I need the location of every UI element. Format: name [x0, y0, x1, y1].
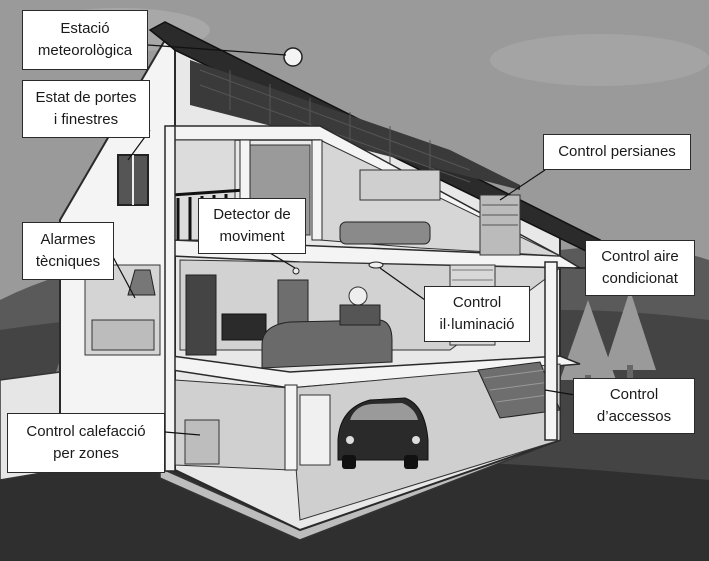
callout-pointers [111, 44, 586, 436]
kitchen-hood [127, 269, 156, 296]
sofa [261, 319, 393, 369]
blinds-control-label: Control persianes [543, 134, 691, 170]
doors-windows-label: Estat de portes i finestres [22, 80, 150, 138]
access-control-label: Control d’accessos [573, 378, 695, 434]
weather-station-sensor [283, 47, 303, 67]
motion-sensor [292, 267, 300, 275]
car [337, 397, 429, 469]
weather-station-label: Estació meteorològica [22, 10, 148, 70]
television [221, 313, 267, 341]
bookshelf [185, 274, 217, 356]
ceiling-light [368, 261, 384, 269]
top-floor-bed [339, 221, 431, 245]
lighting-control-label: Control il·luminació [424, 286, 530, 342]
heating-unit [184, 419, 220, 465]
ac-control-label: Control aire condicionat [585, 240, 695, 296]
motion-detector-label: Detector de moviment [198, 198, 306, 254]
zone-heating-label: Control calefacció per zones [7, 413, 165, 473]
technical-alarms-label: Alarmes tècniques [22, 222, 114, 280]
lamp [348, 286, 368, 306]
